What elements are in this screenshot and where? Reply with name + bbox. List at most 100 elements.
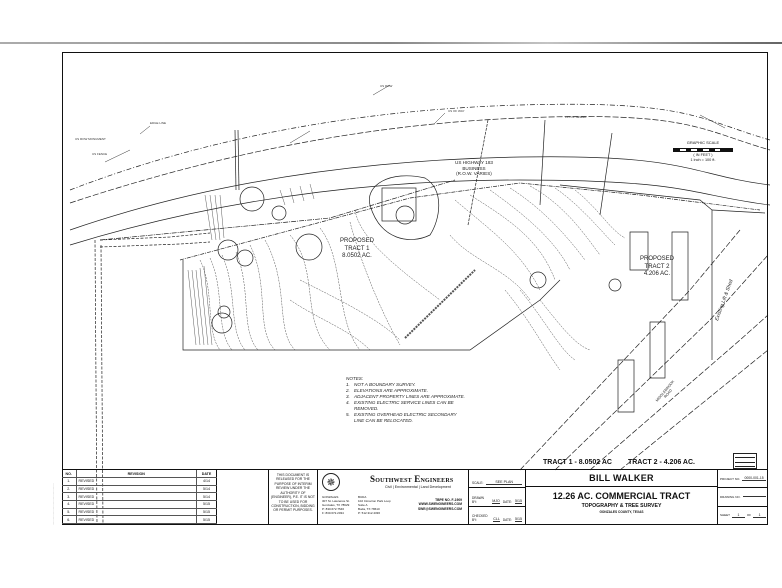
- project-title-block: BILL WALKER 12.26 AC. COMMERCIAL TRACT T…: [526, 470, 718, 524]
- project-title: 12.26 AC. COMMERCIAL TRACT: [552, 491, 691, 501]
- checked-date-label: DATE:: [502, 517, 512, 522]
- checked-label: CHECKED BY:: [472, 513, 488, 522]
- tract1-name: TRACT 1: [344, 245, 370, 252]
- drawing-no-label: DRAWING NO.: [720, 494, 741, 499]
- scan-edge: [0, 42, 782, 44]
- svg-text:US ROW: US ROW: [380, 84, 393, 88]
- note-item: 4. EXISTING ELECTRIC SERVICE LINES CAN BE…: [346, 400, 466, 412]
- note-item: 5. EXISTING OVERHEAD ELECTRIC SECONDARY L…: [346, 412, 466, 424]
- notes-block: NOTES: 1. NOT A BOUNDARY SURVEY. 2.ELEVAT…: [346, 376, 466, 424]
- rev-no: 1.: [62, 477, 77, 486]
- note-number: 1.: [346, 381, 350, 387]
- checked-by-field: CHECKED BY: CLL DATE: 5/15: [469, 507, 525, 524]
- rev-text: REVISED: [76, 500, 197, 509]
- office-suite: Suite A: [358, 502, 368, 507]
- sheet-value: 1: [732, 513, 745, 518]
- svg-text:US ROW MONUMENT: US ROW MONUMENT: [75, 137, 106, 141]
- compass-logo-icon: ✵: [322, 473, 340, 491]
- company-block: ✵ Southwest Engineers Civil | Environmen…: [318, 470, 469, 524]
- of-label: OF: [746, 513, 752, 518]
- rev-text: REVISED: [76, 508, 197, 517]
- rev-text: REVISED: [76, 515, 197, 524]
- rev-text: REVISED: [76, 485, 197, 494]
- tract2-status: PROPOSED: [640, 256, 675, 262]
- note-text: EXISTING ELECTRIC SERVICE LINES CAN BE R…: [354, 399, 454, 411]
- office-citystate: Gonzales, TX 78629: [322, 502, 350, 507]
- note-number: 3.: [346, 393, 350, 399]
- rev-date: 5/14: [196, 485, 217, 494]
- note-number: 4.: [346, 399, 350, 405]
- col-date: DATE: [196, 470, 217, 478]
- rev-date: 5/15: [196, 508, 217, 517]
- note-number: 5.: [346, 411, 350, 417]
- svg-text:US OF WAY: US OF WAY: [448, 109, 465, 113]
- drawn-by-field: DRAWN BY: MJO DATE: 5/15: [469, 488, 525, 507]
- scale-field: SCALE: SEE PLAN: [469, 470, 525, 489]
- sheet-field: SHEET 1 OF 1: [718, 507, 768, 524]
- revision-header-row: NO. REVISION DATE: [62, 470, 217, 478]
- note-text: EXISTING OVERHEAD ELECTRIC SECONDARY LIN…: [354, 411, 457, 423]
- engineer-seal-stamp: [733, 453, 757, 469]
- graphic-scale-title: GRAPHIC SCALE: [686, 140, 720, 145]
- rev-no: 6.: [62, 515, 77, 524]
- highway-row: (R.O.W. VARIES): [456, 171, 492, 177]
- company-contact: TBPE NO. F-1909 WWW.SWENGINEERS.COM SWE@…: [418, 498, 462, 511]
- project-no-field: PROJECT NO. 0000-001-15: [718, 470, 768, 489]
- scale-label: SCALE:: [472, 481, 484, 486]
- note-item: 2.ELEVATIONS ARE APPROXIMATE.: [346, 388, 466, 394]
- scale-units: ( IN FEET ): [693, 153, 713, 157]
- svg-text:EDGE LINE: EDGE LINE: [150, 121, 166, 125]
- svg-text:US FENCE: US FENCE: [92, 152, 107, 156]
- office-city: BUDA: [358, 495, 367, 499]
- rev-no: 4.: [62, 500, 77, 509]
- office-street: 307 St. Lawrence St.: [322, 498, 350, 503]
- company-tagline: Civil | Environmental | Land Development: [385, 485, 451, 489]
- col-no: NO.: [62, 470, 77, 478]
- drawing-no-field: DRAWING NO.: [718, 488, 768, 507]
- rev-date: 5/14: [196, 492, 217, 501]
- drawing-fields: SCALE: SEE PLAN DRAWN BY: MJO DATE: 5/15…: [469, 470, 526, 524]
- office-fax: F: 830.672.2034: [322, 510, 344, 515]
- sheet-total: 1: [753, 513, 766, 518]
- office-gonzales: GONZALES 307 St. Lawrence St. Gonzales, …: [322, 495, 350, 515]
- project-subtitle: TOPOGRAPHY & TREE SURVEY: [581, 503, 662, 509]
- office-phone: P: 512.312.4336: [358, 510, 381, 515]
- scale-bar: [673, 148, 733, 152]
- drawing-border: [62, 52, 768, 525]
- tract1-total: TRACT 1 - 8.0502 AC: [543, 459, 612, 466]
- rev-date: 5/15: [196, 500, 217, 509]
- firm-number: TBPE NO. F-1909: [435, 498, 462, 502]
- tract2-area: 4.206 AC.: [643, 271, 671, 277]
- tract2-total: TRACT 2 - 4.206 AC.: [627, 459, 695, 466]
- office-buda: BUDA 102 Cimarron Park Loop Suite A Buda…: [358, 495, 391, 515]
- tract1-area: 8.0502 AC.: [342, 253, 372, 259]
- tract2-name: TRACT 2: [644, 263, 670, 270]
- drawing-no-value: [742, 496, 766, 498]
- note-text: ADJACENT PROPERTY LINES ARE APPROXIMATE.: [354, 393, 465, 399]
- notes-heading: NOTES:: [346, 376, 364, 381]
- drawn-label: DRAWN BY:: [472, 495, 484, 504]
- col-revision: REVISION: [76, 470, 197, 478]
- release-statement: THIS DOCUMENT IS RELEASED FOR THE PURPOS…: [269, 470, 318, 524]
- note-text: NOT A BOUNDARY SURVEY.: [354, 381, 416, 387]
- rev-text: REVISED: [76, 477, 197, 486]
- tract-totals: TRACT 1 - 8.0502 AC TRACT 2 - 4.206 AC.: [543, 459, 695, 466]
- seal-area: [217, 470, 269, 524]
- project-no-label: PROJECT NO.: [720, 476, 741, 481]
- rev-date: 4/14: [196, 477, 217, 486]
- office-phone: P: 830.672.7546: [322, 506, 345, 511]
- drawn-value: MJO: [492, 498, 500, 504]
- scale-ratio: 1 inch = 100 ft.: [690, 158, 716, 162]
- rev-no: 5.: [62, 508, 77, 517]
- note-item: 3. ADJACENT PROPERTY LINES ARE APPROXIMAT…: [346, 394, 466, 400]
- checked-value: CLL: [493, 516, 500, 522]
- tract1-label: PROPOSED TRACT 1 8.0502 AC.: [340, 238, 374, 261]
- office-citystate: Buda, TX 78610: [358, 506, 380, 511]
